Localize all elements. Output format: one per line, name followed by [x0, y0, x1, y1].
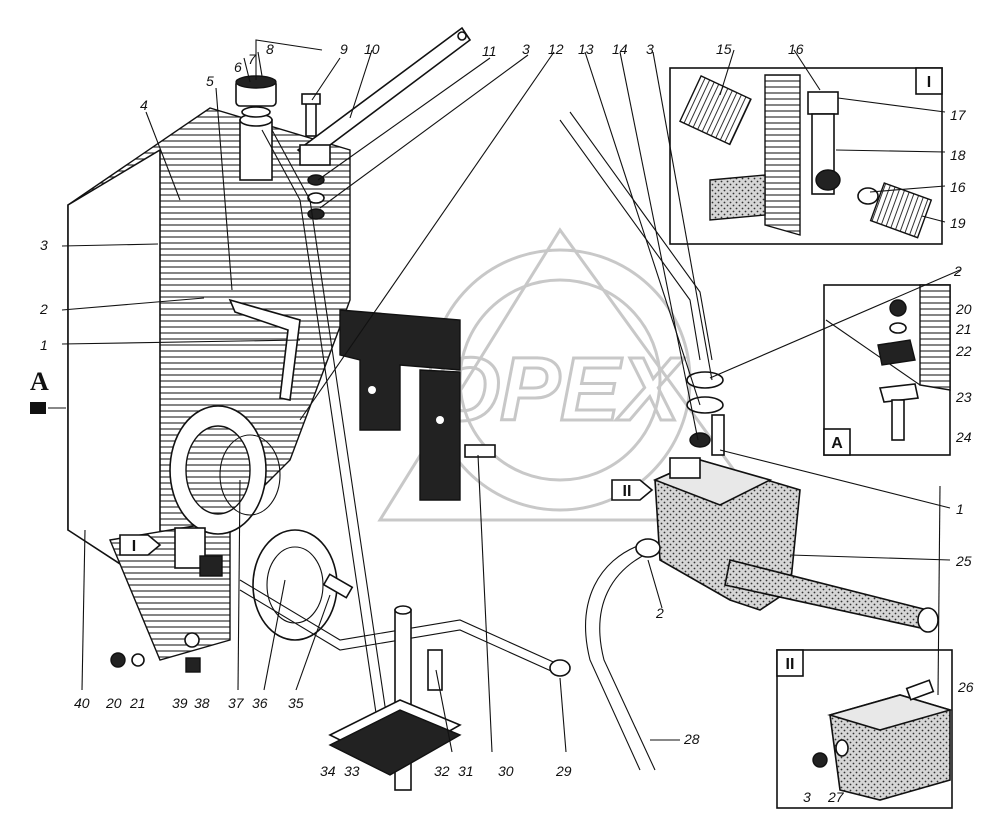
callout-29: 29: [555, 763, 572, 779]
callout-40: 40: [74, 695, 90, 711]
bolt-31: [427, 649, 443, 691]
callout-2-left: 2: [39, 301, 48, 317]
callout-1-right: 1: [956, 501, 964, 517]
callout-16-top: 16: [788, 41, 804, 57]
callout-35: 35: [288, 695, 304, 711]
watermark-triangle: [377, 227, 773, 522]
bolt-9: [305, 99, 317, 137]
callout-19: 19: [950, 215, 966, 231]
pipe-end-nut: [549, 659, 571, 677]
callout-16-side: 16: [950, 179, 966, 195]
callout-3-left: 3: [40, 237, 48, 253]
callout-1-left: 1: [40, 337, 48, 353]
view-A-arrow: [30, 402, 66, 414]
callout-21-bottom: 21: [129, 695, 146, 711]
mounting-plates: [339, 309, 461, 501]
callout-10: 10: [364, 41, 380, 57]
valve-knob-15: [679, 75, 752, 146]
clamp-23: [878, 383, 919, 403]
leader-lines: [61, 49, 961, 753]
svg-text:II: II: [623, 483, 632, 500]
callout-15: 15: [716, 41, 732, 57]
callout-30: 30: [498, 763, 514, 779]
pipe-28-flange: [635, 538, 661, 558]
callout-9: 9: [340, 41, 348, 57]
cap-gasket: [241, 106, 271, 118]
callout-27: 27: [827, 789, 845, 805]
callout-7: 7: [248, 51, 257, 67]
callout-8: 8: [266, 41, 274, 57]
callout-34: 34: [320, 763, 336, 779]
callout-21-inset: 21: [955, 321, 972, 337]
watermark: ОРЕХ: [377, 227, 773, 522]
view-A-label: А: [30, 367, 49, 396]
inset-II-label: II: [786, 656, 795, 673]
callout-18: 18: [950, 147, 966, 163]
callout-11: 11: [482, 43, 497, 59]
callout-3-inset: 3: [803, 789, 811, 805]
bolt-26: [905, 679, 935, 701]
callout-23: 23: [955, 389, 972, 405]
washer-39: [184, 632, 200, 648]
callout-3-top: 3: [522, 41, 530, 57]
callout-28: 28: [683, 731, 700, 747]
callout-31: 31: [458, 763, 474, 779]
callout-6: 6: [234, 59, 242, 75]
inset-A: А: [823, 284, 951, 456]
bracket-strip: [296, 26, 472, 162]
callout-38: 38: [194, 695, 210, 711]
callout-22: 22: [955, 343, 972, 359]
callout-13: 13: [578, 41, 594, 57]
drain-elbow: [228, 298, 301, 401]
callout-20-bottom: 20: [105, 695, 122, 711]
inset-I: I: [669, 67, 943, 245]
watermark-text: ОРЕХ: [430, 340, 685, 440]
nut-19: [869, 182, 933, 239]
callout-5: 5: [206, 73, 214, 89]
inset-A-label: А: [831, 435, 843, 452]
callout-36: 36: [252, 695, 268, 711]
callout-3-right: 3: [646, 41, 654, 57]
callout-4: 4: [140, 97, 148, 113]
callout-24: 24: [955, 429, 972, 445]
callout-2-mid: 2: [655, 605, 664, 621]
svg-text:I: I: [132, 538, 136, 555]
callout-2-right: 2: [953, 263, 962, 279]
bracket-foot: [299, 144, 331, 166]
inset-II: II: [776, 649, 953, 809]
callout-32: 32: [434, 763, 450, 779]
filler-neck: [239, 119, 273, 181]
inset-I-label: I: [927, 74, 931, 91]
callout-33: 33: [344, 763, 360, 779]
stud-14: [711, 414, 725, 456]
bolt-30: [464, 444, 496, 458]
screw-24: [891, 399, 905, 441]
callout-39: 39: [172, 695, 188, 711]
callout-labels: 4 5 6 7 8 9 10 11 3 12 13 14 3 15 16 17 …: [39, 41, 974, 805]
callout-25: 25: [955, 553, 972, 569]
callout-37: 37: [228, 695, 245, 711]
callout-17: 17: [950, 107, 967, 123]
callout-14: 14: [612, 41, 628, 57]
callout-26: 26: [957, 679, 974, 695]
section-tag-II: II: [611, 479, 654, 501]
callout-20-inset: 20: [955, 301, 972, 317]
callout-12: 12: [548, 41, 564, 57]
drain-valve: [174, 527, 206, 569]
bolt-35: [322, 573, 354, 599]
valve-top-17: [807, 91, 839, 115]
plug-38: [185, 657, 201, 673]
section-tag-I: I: [119, 534, 162, 556]
housing-top-boss: [669, 457, 701, 479]
